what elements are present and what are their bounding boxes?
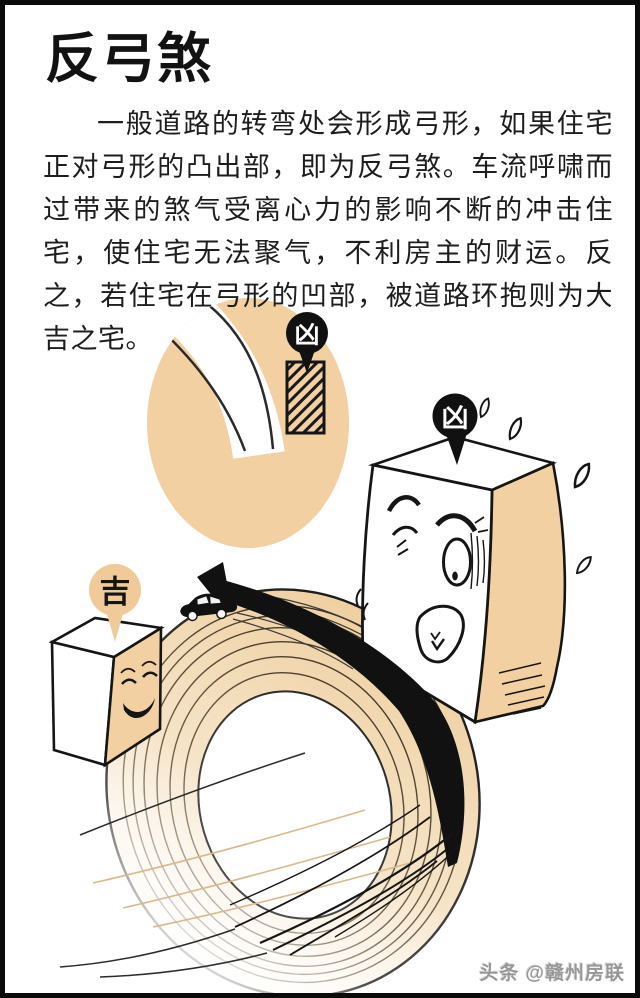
car-wheel-front (216, 608, 227, 620)
screaming-mouth (415, 604, 465, 664)
left-eye-closed (391, 525, 419, 536)
mouth-uvula (430, 638, 445, 652)
right-eye-pupil (452, 571, 458, 581)
shock-marks (355, 588, 369, 621)
right-eyebrow (435, 513, 478, 533)
traffic-arrow (197, 562, 465, 956)
badge-bubble (286, 312, 328, 354)
road-inner-area (198, 691, 392, 919)
watermark: 头条 @赣州房联 (479, 963, 625, 984)
good-building-badge: 吉 (89, 564, 141, 642)
feng-shui-illustration: 凶 (48, 298, 597, 993)
swoosh-fray-lines (229, 804, 461, 956)
right-eye-open (442, 537, 472, 587)
text-block: 反弓煞 一般道路的转弯处会形成弓形，如果住宅正对弓形的凸出部，即为反弓煞。车流呼… (5, 5, 635, 361)
badge-bubble (432, 393, 478, 439)
left-eye-wink-marks (396, 539, 409, 556)
road-inner-edge (197, 690, 393, 920)
badge-tail (106, 610, 124, 642)
road-trailing-lines (59, 752, 306, 978)
intro-paragraph: 一般道路的转弯处会形成弓形，如果住宅正对弓形的凸出部，即为反弓煞。车流呼啸而过带… (43, 109, 613, 356)
good-building-front-face (50, 640, 116, 767)
car-wheel-rear (187, 610, 198, 622)
eyebrow-stress-ticks (474, 516, 489, 533)
badge-bubble (89, 564, 141, 616)
bad-badge-label: 凶 (442, 403, 469, 433)
bad-building: 凶 (355, 393, 597, 725)
eye-stress-lines (470, 532, 486, 590)
good-building: 吉 (48, 564, 165, 768)
swoosh-body (213, 579, 465, 867)
inset-badge-label: 凶 (294, 321, 319, 349)
smiley-mouth (123, 698, 155, 719)
good-badge-label: 吉 (100, 575, 131, 610)
inset-road-outer-edge (200, 298, 275, 450)
smiley-eyes (121, 671, 158, 685)
road-streak-arcs (122, 604, 464, 984)
smiley-eyebrows (120, 660, 157, 674)
road-tan-streaks (92, 809, 411, 928)
good-building-top-face (48, 616, 165, 659)
mouth-uvula-small (430, 631, 441, 641)
page-title: 反弓煞 (45, 26, 213, 90)
arrowhead-icon (197, 562, 227, 603)
smiley-face (120, 660, 158, 719)
scared-face (386, 495, 489, 664)
car-windows (197, 596, 221, 605)
bad-building-badge: 凶 (432, 393, 478, 465)
inset-house (285, 360, 326, 435)
car (180, 593, 238, 622)
inset-bad-badge: 凶 (286, 312, 328, 373)
side-shading-lines (498, 662, 546, 715)
left-eyebrow (386, 495, 421, 513)
badge-tail (446, 433, 467, 465)
bad-building-front-face (361, 463, 494, 725)
